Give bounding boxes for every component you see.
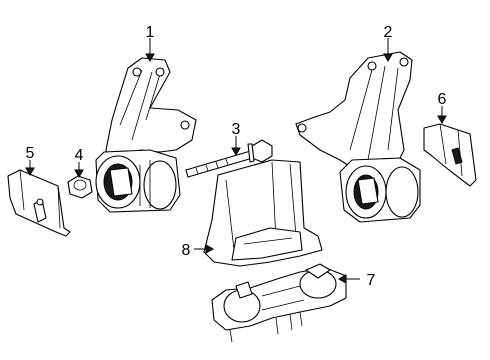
callout-6: 6 [438, 91, 447, 108]
arrowhead-7 [337, 274, 347, 284]
part-6-heat-shield-right [423, 123, 477, 187]
callout-3: 3 [232, 121, 241, 138]
part-1-engine-mount-left [95, 57, 197, 213]
part-3-bolt [185, 139, 273, 178]
callout-5: 5 [26, 145, 35, 162]
arrowhead-6 [437, 115, 447, 125]
leader-lines [25, 38, 447, 284]
arrowhead-4 [74, 169, 84, 179]
arrowhead-1 [145, 53, 155, 63]
part-2-engine-mount-right [295, 51, 421, 223]
part-7-transmission-mount [211, 263, 347, 343]
part-5-heat-shield-left [7, 169, 71, 237]
arrowhead-3 [231, 147, 241, 157]
part-8-transmission-bracket [203, 159, 323, 267]
callout-2: 2 [384, 24, 393, 41]
arrowhead-2 [383, 53, 393, 63]
arrowhead-5 [25, 167, 35, 177]
callout-1: 1 [146, 24, 155, 41]
callout-8: 8 [182, 242, 191, 259]
callout-7: 7 [367, 272, 376, 289]
arrowhead-8 [205, 244, 215, 254]
part-4-nut [67, 175, 93, 199]
callout-4: 4 [75, 147, 84, 164]
